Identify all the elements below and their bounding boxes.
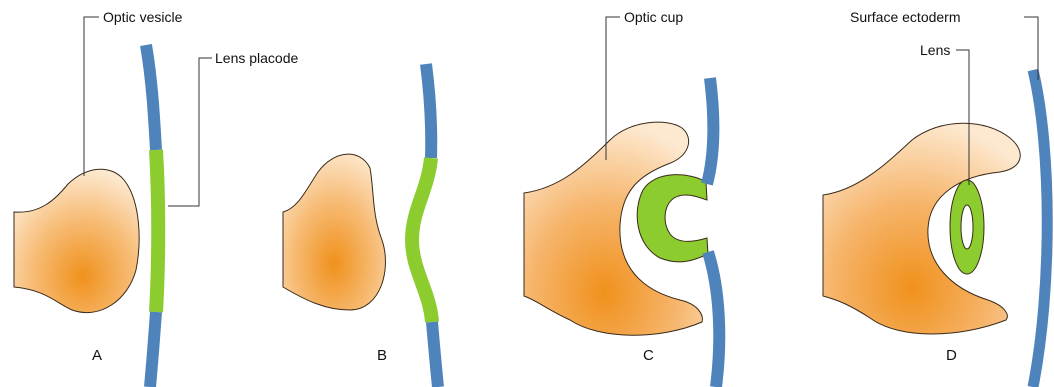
label-lens-placode: Lens placode bbox=[215, 50, 299, 66]
ectoderm-a-top bbox=[146, 45, 156, 150]
lens-placode-b bbox=[412, 158, 432, 322]
surface-ectoderm-d bbox=[1033, 70, 1047, 387]
lens-cavity-d bbox=[961, 205, 973, 249]
label-optic-vesicle: Optic vesicle bbox=[103, 9, 183, 25]
leader-lens-placode bbox=[168, 58, 212, 206]
optic-cup-c bbox=[524, 122, 702, 335]
lens-vesicle-c bbox=[637, 175, 708, 262]
eye-cup-d bbox=[823, 123, 1020, 334]
leader-optic-vesicle bbox=[84, 17, 99, 176]
label-lens: Lens bbox=[920, 42, 950, 58]
lens-placode-a bbox=[156, 150, 158, 312]
label-optic-cup: Optic cup bbox=[624, 9, 683, 25]
panel-label-c: C bbox=[643, 347, 654, 364]
panel-d: D bbox=[823, 70, 1047, 387]
label-surface-ectoderm: Surface ectoderm bbox=[850, 9, 961, 25]
ectoderm-c-top bbox=[707, 78, 713, 184]
panel-c: C bbox=[524, 78, 719, 387]
panel-label-b: B bbox=[377, 347, 387, 364]
panel-label-d: D bbox=[946, 347, 957, 364]
ectoderm-b-top bbox=[426, 64, 431, 158]
panel-a: A bbox=[14, 45, 158, 387]
panel-label-a: A bbox=[92, 347, 102, 364]
optic-vesicle-b bbox=[283, 154, 385, 310]
ectoderm-a-bottom bbox=[150, 312, 156, 387]
ectoderm-b-bottom bbox=[432, 322, 438, 387]
ectoderm-c-bottom bbox=[708, 252, 719, 387]
panel-b: B bbox=[283, 64, 438, 387]
optic-vesicle-a bbox=[14, 169, 139, 312]
